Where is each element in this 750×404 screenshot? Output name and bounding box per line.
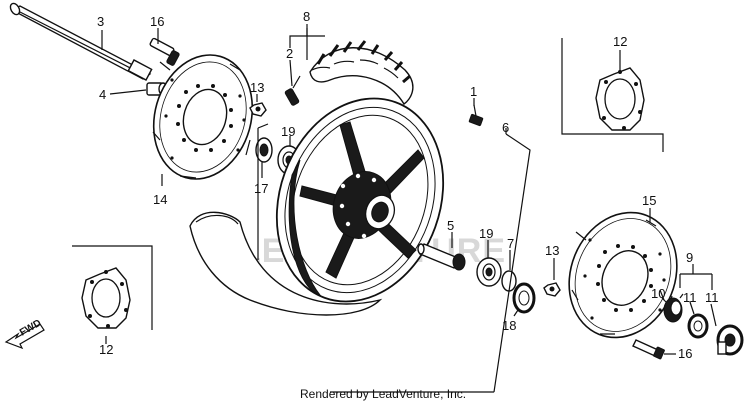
bearing-lower (476, 257, 502, 287)
leader-lines (101, 28, 717, 355)
dust-seal-lower (512, 282, 536, 314)
callout-11-a: 11 (683, 290, 697, 305)
balance-weight-bolt (468, 104, 484, 127)
callout-12-bottom: 12 (99, 342, 113, 357)
credit-text: Rendered by LeadVenture, Inc. (300, 387, 466, 401)
oil-seal-b (716, 324, 744, 356)
tire (189, 40, 414, 316)
axle-spacer (417, 243, 466, 271)
cast-wheel (275, 97, 445, 303)
callout-11-b: 11 (705, 290, 719, 305)
callout-7: 7 (507, 236, 514, 251)
callout-13-right: 13 (545, 243, 559, 258)
brake-disc-left (152, 54, 254, 180)
callout-labels: 3 16 4 13 8 2 19 17 14 1 6 5 19 7 18 13 … (97, 9, 719, 361)
callout-12-top: 12 (613, 34, 627, 49)
dust-seal-upper (255, 137, 273, 163)
callout-6: 6 (502, 120, 509, 135)
callout-19-lower: 19 (479, 226, 493, 241)
callout-10: 10 (651, 286, 665, 301)
screw-lower (632, 339, 665, 360)
callout-17: 17 (254, 181, 268, 196)
callout-18: 18 (502, 318, 516, 333)
callout-brackets (257, 24, 713, 393)
callout-19-upper: 19 (281, 124, 295, 139)
callout-16-top: 16 (150, 14, 164, 29)
forward-direction-arrow: FWD (4, 318, 45, 350)
callout-13-left: 13 (250, 80, 264, 95)
brake-disc-right (568, 211, 678, 339)
callout-3: 3 (97, 14, 104, 29)
callout-9: 9 (686, 250, 693, 265)
callout-4: 4 (99, 87, 106, 102)
retainer-plate-lower (72, 245, 153, 330)
callout-2: 2 (286, 46, 293, 61)
tire-valve (284, 75, 301, 106)
oil-seal-a (687, 313, 709, 339)
front-axle (9, 2, 153, 81)
callout-14: 14 (153, 192, 167, 207)
air-valve-top (149, 37, 180, 66)
callout-8: 8 (303, 9, 310, 24)
callout-16-bottom: 16 (678, 346, 692, 361)
callout-5: 5 (447, 218, 454, 233)
callout-1: 1 (470, 84, 477, 99)
retainer-plate-upper (561, 38, 664, 152)
speedometer-gearbox (661, 293, 684, 323)
callout-15: 15 (642, 193, 656, 208)
